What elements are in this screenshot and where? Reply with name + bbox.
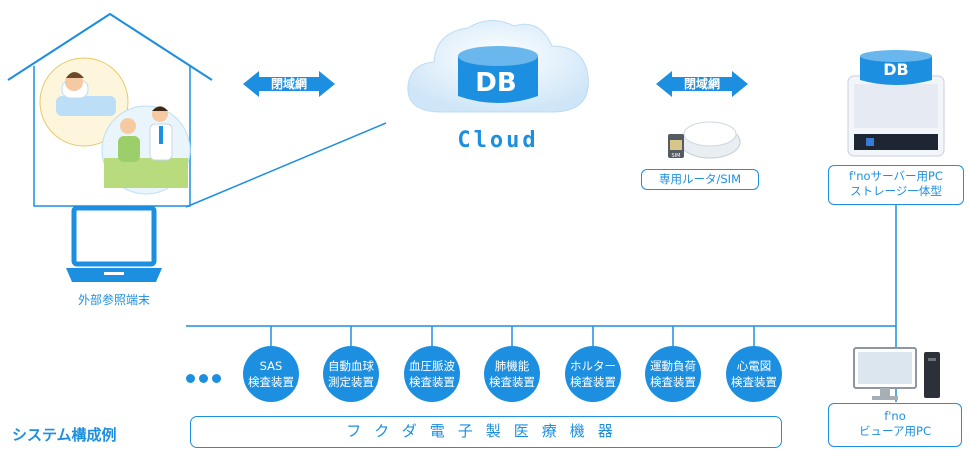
device-line2: 検査装置 (650, 375, 696, 389)
terminal-label: 外部参照端末 (77, 293, 150, 307)
closed-network-arrow-left: 閉域網 (243, 69, 335, 99)
closed-network-label: 閉域網 (270, 77, 307, 91)
router-icon: SIM (668, 121, 741, 159)
dot (199, 374, 208, 383)
device-holter: ホルター 検査装置 (565, 346, 621, 402)
dot (186, 374, 195, 383)
double-arrow-icon (243, 71, 335, 97)
device-line2: 検査装置 (248, 375, 294, 389)
system-caption: システム構成例 (12, 426, 117, 444)
viewer-label-line2: ビューア用PC (858, 424, 931, 438)
cloud-db-label: DB (475, 68, 517, 98)
device-sas: SAS 検査装置 (243, 346, 299, 402)
device-ecg: 心電図 検査装置 (726, 346, 782, 402)
desktop-pc-icon (853, 347, 940, 400)
device-blood-cell: 自動血球 測定装置 (323, 346, 379, 402)
device-line1: 血圧脈波 (409, 359, 455, 373)
device-line2: 検査装置 (489, 375, 535, 389)
device-exercise-stress: 運動負荷 検査装置 (645, 346, 701, 402)
device-line2: 検査装置 (409, 375, 455, 389)
server-db-label: DB (883, 60, 909, 79)
viewer-label: f'no ビューア用PC (828, 403, 962, 447)
double-arrow-icon (656, 71, 748, 97)
fukuda-devices-banner: フクダ電子製医療機器 (190, 416, 782, 448)
sim-text: SIM (672, 153, 681, 159)
more-devices-dots (186, 368, 225, 387)
device-blood-pressure: 血圧脈波 検査装置 (404, 346, 460, 402)
viewer-label-line1: f'no (884, 409, 906, 423)
home-care-illustration (7, 12, 213, 207)
device-line1: 運動負荷 (650, 359, 696, 373)
server-label-line2: ストレージ一体型 (850, 184, 942, 198)
server-icon (847, 50, 945, 157)
device-line2: 検査装置 (731, 375, 777, 389)
closed-network-arrow-right: 閉域網 (656, 69, 748, 99)
device-line2: 測定装置 (328, 375, 374, 389)
device-line1: 心電図 (736, 359, 772, 373)
laptop-icon (66, 206, 162, 282)
dot (212, 374, 221, 383)
cloud-label: Cloud (457, 128, 539, 153)
server-label: f'noサーバー用PC ストレージ一体型 (828, 165, 964, 205)
device-line1: 肺機能 (494, 359, 530, 373)
device-line1: ホルター (570, 359, 616, 373)
closed-network-label: 閉域網 (683, 77, 720, 91)
device-line1: 自動血球 (328, 359, 374, 373)
cloud-icon (407, 20, 589, 113)
device-lung-function: 肺機能 検査装置 (484, 346, 540, 402)
server-label-line1: f'noサーバー用PC (849, 169, 943, 183)
router-label: 専用ルータ/SIM (641, 169, 759, 190)
device-line2: 検査装置 (570, 375, 616, 389)
device-line1: SAS (259, 359, 283, 373)
